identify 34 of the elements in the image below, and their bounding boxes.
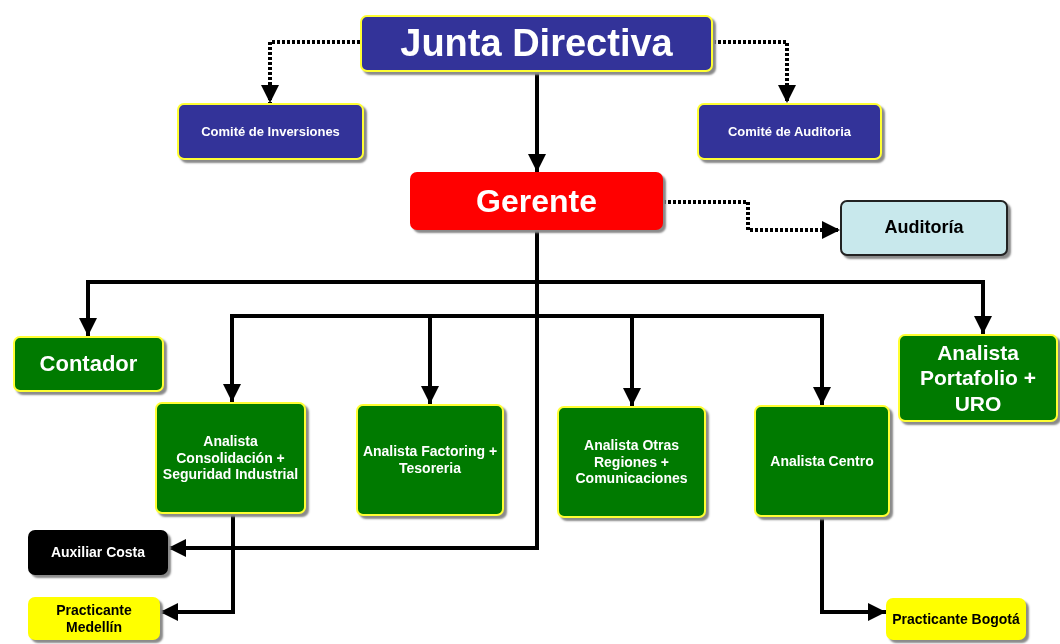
org-chart-box (155, 402, 306, 514)
position-title: Analista Consolidación + Seguridad Industrial (161, 432, 300, 484)
org-chart-box (28, 597, 160, 640)
connector-arrow (713, 40, 796, 103)
connector-arrow (261, 40, 360, 103)
connector-arrow (160, 514, 235, 621)
position-title: Practicante Bogotá (892, 610, 1020, 628)
org-chart-box (410, 172, 663, 230)
org-chart-box (840, 200, 1008, 256)
position-title: Analista Portafolio + URO (918, 340, 1038, 416)
org-chart-box (754, 405, 890, 517)
connector-arrow (820, 517, 886, 621)
position-title: Analista Factoring + Tesoreria (361, 443, 499, 477)
org-chart-box (360, 15, 713, 72)
connector-arrow (663, 200, 840, 239)
position-title: Analista Centro (770, 452, 874, 470)
position-title: Gerente (476, 181, 597, 221)
position-title: Contador (39, 350, 138, 378)
position-title: Auxiliar Costa (50, 544, 146, 561)
org-chart-box (28, 530, 168, 575)
org-chart-box (557, 406, 706, 518)
position-title: Auditoría (884, 217, 964, 239)
org-chart-box (356, 404, 504, 516)
position-title: Junta Directiva (400, 20, 673, 66)
position-title: Comité de Inversiones (201, 123, 340, 140)
org-chart-box (13, 336, 164, 392)
org-chart-box (697, 103, 882, 160)
position-title: Practicante Medellín (55, 601, 133, 636)
org-chart-box (177, 103, 364, 160)
position-title: Analista Otras Regiones + Comunicaciones (574, 436, 689, 488)
org-chart-box (886, 598, 1026, 640)
position-title: Comité de Auditoria (728, 123, 851, 140)
connector-arrow (528, 72, 546, 172)
org-chart-box (898, 334, 1058, 422)
